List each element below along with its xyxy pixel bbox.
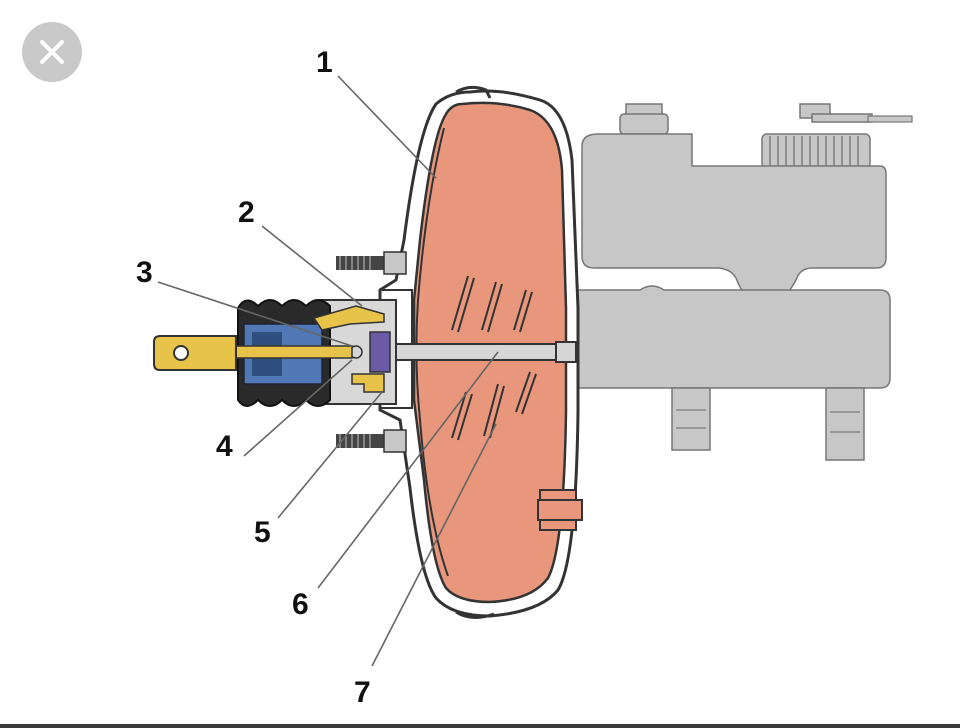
close-icon	[40, 40, 64, 64]
mounting-studs	[336, 251, 407, 453]
callout-1: 1	[316, 46, 333, 79]
master-cylinder	[539, 103, 913, 461]
close-button[interactable]	[22, 22, 82, 82]
return-springs	[451, 275, 537, 441]
callout-3: 3	[136, 256, 153, 289]
callout-labels: 1 2 3 4 5 6 7	[136, 46, 371, 709]
callout-4: 4	[216, 430, 233, 463]
bottom-divider	[0, 724, 960, 728]
callout-7: 7	[354, 676, 371, 709]
clevis-fork	[153, 335, 237, 371]
callout-5: 5	[254, 516, 271, 549]
callout-6: 6	[292, 588, 309, 621]
leader-lines	[157, 75, 499, 667]
output-push-rod	[391, 341, 577, 363]
callout-2: 2	[238, 196, 255, 229]
reservoir-cap-knurled	[761, 133, 871, 169]
